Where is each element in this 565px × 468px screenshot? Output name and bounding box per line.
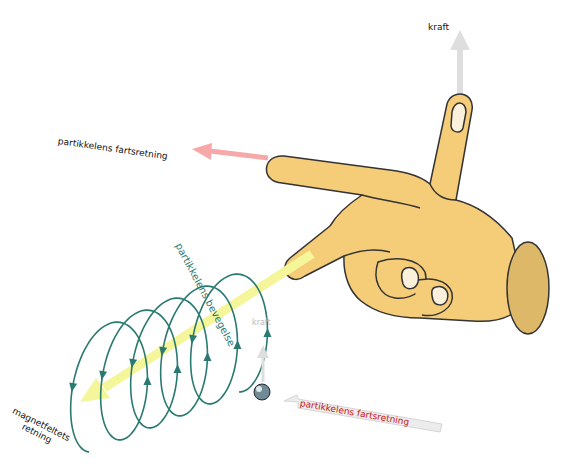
label: magnetfeltets retning — [1, 403, 76, 455]
helix-arrowhead — [143, 376, 151, 385]
right-hand — [266, 94, 549, 334]
label: partikkelens fartsretning — [299, 398, 410, 427]
helix-arrowhead — [263, 328, 271, 337]
helix-arrowhead — [68, 382, 77, 392]
velocity-ribbon — [284, 395, 442, 432]
force-arrow — [257, 345, 269, 382]
label: partikkelens fartsretning — [57, 136, 168, 162]
particle-helix — [68, 274, 272, 452]
label: partikkelens bevegelse — [173, 241, 237, 348]
helix-arrowhead — [188, 334, 197, 344]
helix-arrowhead — [158, 346, 167, 356]
helix-arrowhead — [128, 358, 137, 368]
helix-path — [71, 274, 268, 452]
helix-arrowhead — [173, 364, 181, 373]
force-arrow — [450, 30, 470, 102]
label: kraft — [428, 22, 449, 32]
helix-arrowhead — [203, 352, 211, 361]
particle — [254, 384, 270, 400]
helix-arrowhead — [98, 370, 107, 380]
label: kraft — [252, 318, 271, 327]
velocity-arrow — [192, 143, 268, 160]
